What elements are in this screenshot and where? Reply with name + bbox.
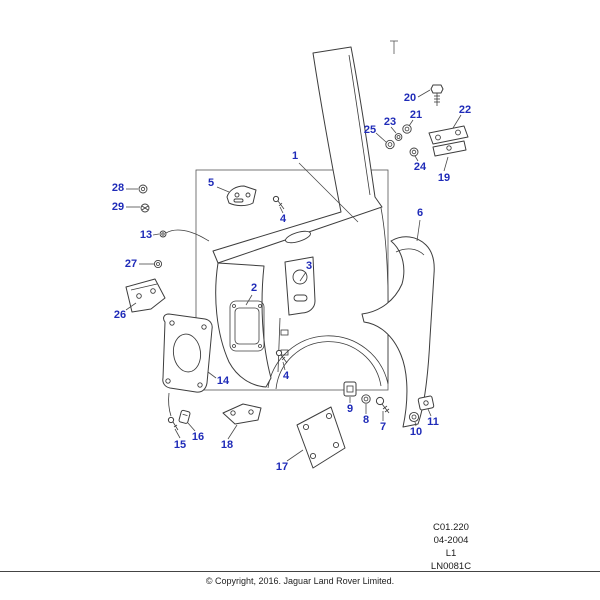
image-code: LN0081C — [430, 561, 472, 572]
washers-21-23-24-25-drawing — [385, 124, 419, 157]
bracket-19-drawing — [432, 140, 467, 157]
nut-plate-11-drawing — [417, 395, 435, 411]
drawing-number: C01.220 — [433, 522, 469, 533]
gasket-plate-drawing — [162, 313, 213, 417]
bracket-22-drawing — [428, 125, 469, 145]
clip-wire-drawing — [159, 229, 210, 242]
washer-28-drawing — [138, 184, 148, 194]
corner-plate-drawing — [125, 278, 166, 313]
washer-8-drawing — [361, 394, 371, 404]
bolt-7-drawing — [375, 396, 390, 414]
inner-wheelarch-panel-drawing — [215, 262, 272, 388]
sealing-plate-drawing — [284, 256, 316, 316]
copyright-text: © Copyright, 2016. Jaguar Land Rover Lim… — [205, 576, 395, 586]
wing-assembly-drawing — [212, 46, 389, 390]
bracket-18-drawing — [222, 403, 262, 425]
bracket-17-drawing — [296, 406, 346, 469]
screw-15-drawing — [167, 416, 179, 431]
drawing-date: 04-2004 — [433, 535, 469, 546]
screw-4-bottom-drawing — [275, 349, 288, 364]
outer-wing-skin-drawing — [361, 236, 435, 428]
washer-10-drawing — [408, 411, 420, 423]
screw-29-drawing — [140, 203, 150, 213]
clip-9-drawing — [343, 381, 357, 397]
leader-lines — [125, 89, 462, 462]
bolt-20-drawing — [430, 84, 444, 106]
screw-4-top-drawing — [272, 195, 285, 210]
sheet-code: L1 — [445, 548, 457, 559]
doc-info-block: C01.220 04-2004 L1 LN0081C — [418, 521, 484, 573]
clip-16-drawing — [178, 409, 191, 424]
frame-mark — [390, 40, 398, 54]
grommet-drawing — [153, 259, 163, 269]
footer-divider — [0, 571, 600, 572]
top-bracket-drawing — [226, 185, 257, 207]
